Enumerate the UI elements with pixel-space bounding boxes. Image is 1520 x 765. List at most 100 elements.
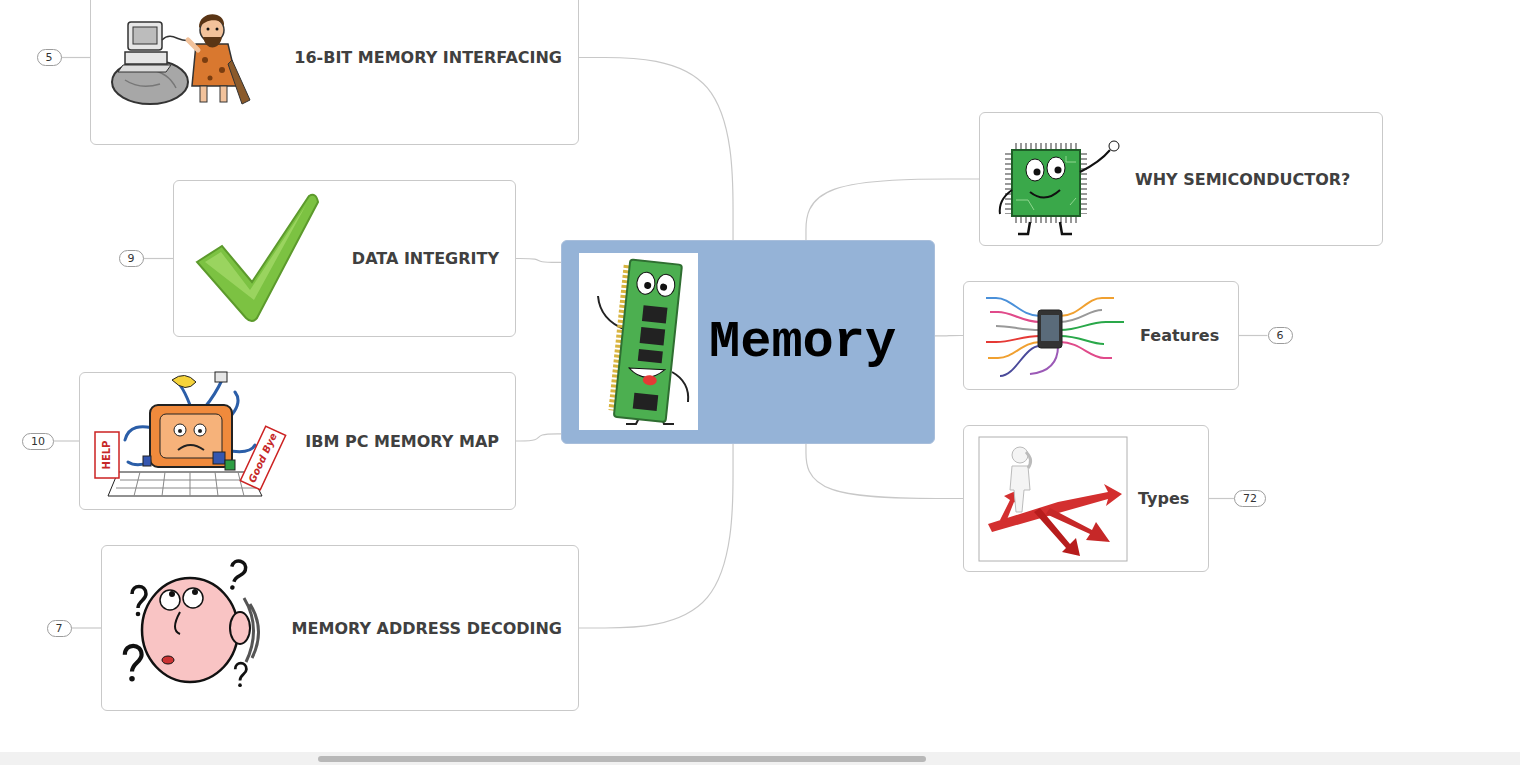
computer-clipart-part <box>150 405 232 467</box>
puzzled-head-clipart-part-part <box>125 646 142 672</box>
chip-clipart-part <box>1030 190 1060 198</box>
caveman-clipart-part <box>112 60 188 104</box>
crossroads-clipart-part <box>1000 490 1018 522</box>
ram-clipart-part-part <box>644 282 652 290</box>
caveman-clipart-part <box>128 22 162 50</box>
scrollbar-part <box>318 756 926 762</box>
badge-count: 72 <box>1243 491 1257 506</box>
topic-box: MEMORY ADDRESS DECODING <box>101 545 579 711</box>
puzzled-head-clipart-part <box>226 559 247 591</box>
computer-clipart-part <box>240 426 285 490</box>
chip-clipart-part <box>1047 157 1065 179</box>
puzzled-head-clipart-part-part <box>238 683 242 687</box>
computer-clipart-part <box>225 460 235 470</box>
topic-box: WHY SEMICONDUCTOR? <box>979 112 1383 246</box>
computer-clipart-part <box>174 424 186 436</box>
puzzled-head-clipart-part <box>235 663 246 687</box>
caveman-clipart-part <box>133 27 157 44</box>
computer-clipart-part <box>143 456 151 466</box>
puzzled-head-clipart-part <box>230 612 250 644</box>
ram-clipart-part-part <box>638 349 663 363</box>
chip-clipart-part <box>1055 167 1062 174</box>
ram-clipart-part-part <box>633 393 659 411</box>
crossroads-clipart <box>979 437 1127 561</box>
caveman-clipart-part <box>208 76 213 81</box>
puzzled-head-clipart-part-part <box>235 663 246 680</box>
branch-connector <box>806 179 979 240</box>
count-badge: 7 <box>47 620 72 637</box>
crossroads-clipart-part <box>1012 447 1028 463</box>
computer-clipart-part <box>125 380 255 465</box>
ram-clipart-part <box>598 296 626 330</box>
central-topic: Memory <box>561 240 935 444</box>
caveman-clipart-part <box>200 86 207 102</box>
puzzled-head-clipart-part-part <box>228 559 247 583</box>
caveman-clipart-part <box>219 67 225 73</box>
branch-connector <box>54 440 79 441</box>
caveman-clipart-part <box>199 14 224 28</box>
central-title: Memory <box>709 313 896 372</box>
puzzled-head-clipart-part <box>125 646 142 682</box>
chip-clipart-part <box>1016 156 1076 210</box>
scrollbar-part <box>0 752 1520 765</box>
mini-mindmap-clipart-part <box>990 312 1040 322</box>
crossroads-clipart-part <box>1046 508 1110 542</box>
chip-clipart-part <box>1012 150 1080 216</box>
mini-mindmap-clipart-part <box>1060 336 1104 344</box>
branch-connector <box>1209 498 1234 499</box>
ram-clipart <box>579 253 698 430</box>
crossroads-clipart-part <box>988 484 1122 532</box>
puzzled-head-clipart-part-part <box>132 587 146 609</box>
crossroads-clipart-part <box>1026 452 1031 468</box>
branch-connector <box>806 444 963 499</box>
scrollbar <box>0 752 1520 765</box>
caveman-clipart-part <box>203 37 222 48</box>
computer-clipart-part-part <box>240 426 285 490</box>
topic-title: DATA INTEGRITY <box>352 249 499 268</box>
badge-count: 7 <box>56 621 63 636</box>
puzzled-head-clipart <box>125 559 259 687</box>
caveman-clipart-part <box>162 36 190 40</box>
computer-clipart-part <box>116 472 256 496</box>
topic-title: WHY SEMICONDUCTOR? <box>1135 170 1350 189</box>
computer-clipart-part <box>194 424 206 436</box>
chip-clipart-part <box>1109 141 1119 151</box>
topic-title: MEMORY ADDRESS DECODING <box>292 619 562 638</box>
caveman-clipart-part <box>228 60 250 104</box>
computer-clipart-part <box>95 432 119 478</box>
branch-connector <box>516 434 561 441</box>
ram-clipart-part-part <box>642 374 657 385</box>
mini-mindmap-clipart-part <box>1041 315 1059 341</box>
topic-box: DATA INTEGRITY <box>173 180 516 337</box>
caveman-clipart <box>112 14 250 104</box>
topic-title: Features <box>1140 326 1219 345</box>
branch-connector <box>1239 335 1268 336</box>
count-badge: 9 <box>119 250 144 267</box>
branch-connector <box>579 444 733 628</box>
ram-clipart-part-part <box>636 271 656 295</box>
badge-count: 10 <box>31 434 45 449</box>
chip-clipart-part <box>1034 169 1041 176</box>
chip-clipart-part <box>1080 150 1110 172</box>
topic-box: 16-BIT MEMORY INTERFACING <box>90 0 579 145</box>
caveman-clipart-part <box>202 57 208 63</box>
mini-mindmap-clipart-part <box>1060 342 1112 358</box>
caveman-clipart-part <box>216 28 219 31</box>
branch-connector <box>62 57 91 58</box>
ram-clipart-part <box>579 253 698 430</box>
chip-clipart-part <box>1026 159 1044 181</box>
crossroads-clipart-part <box>979 437 1127 561</box>
ram-clipart-part-part <box>656 273 676 297</box>
checkmark-clipart <box>197 195 318 321</box>
ram-clipart-part-part <box>642 305 668 323</box>
branch-connector <box>579 58 733 241</box>
computer-clipart-part <box>160 414 222 458</box>
mini-mindmap-clipart-part <box>986 336 1040 342</box>
ram-clipart-part-part <box>640 327 666 345</box>
chip-clipart-part <box>1005 153 1011 214</box>
mini-mindmap-clipart-part <box>1060 310 1102 322</box>
puzzled-head-clipart-part <box>142 578 238 682</box>
count-badge: 10 <box>22 433 54 450</box>
